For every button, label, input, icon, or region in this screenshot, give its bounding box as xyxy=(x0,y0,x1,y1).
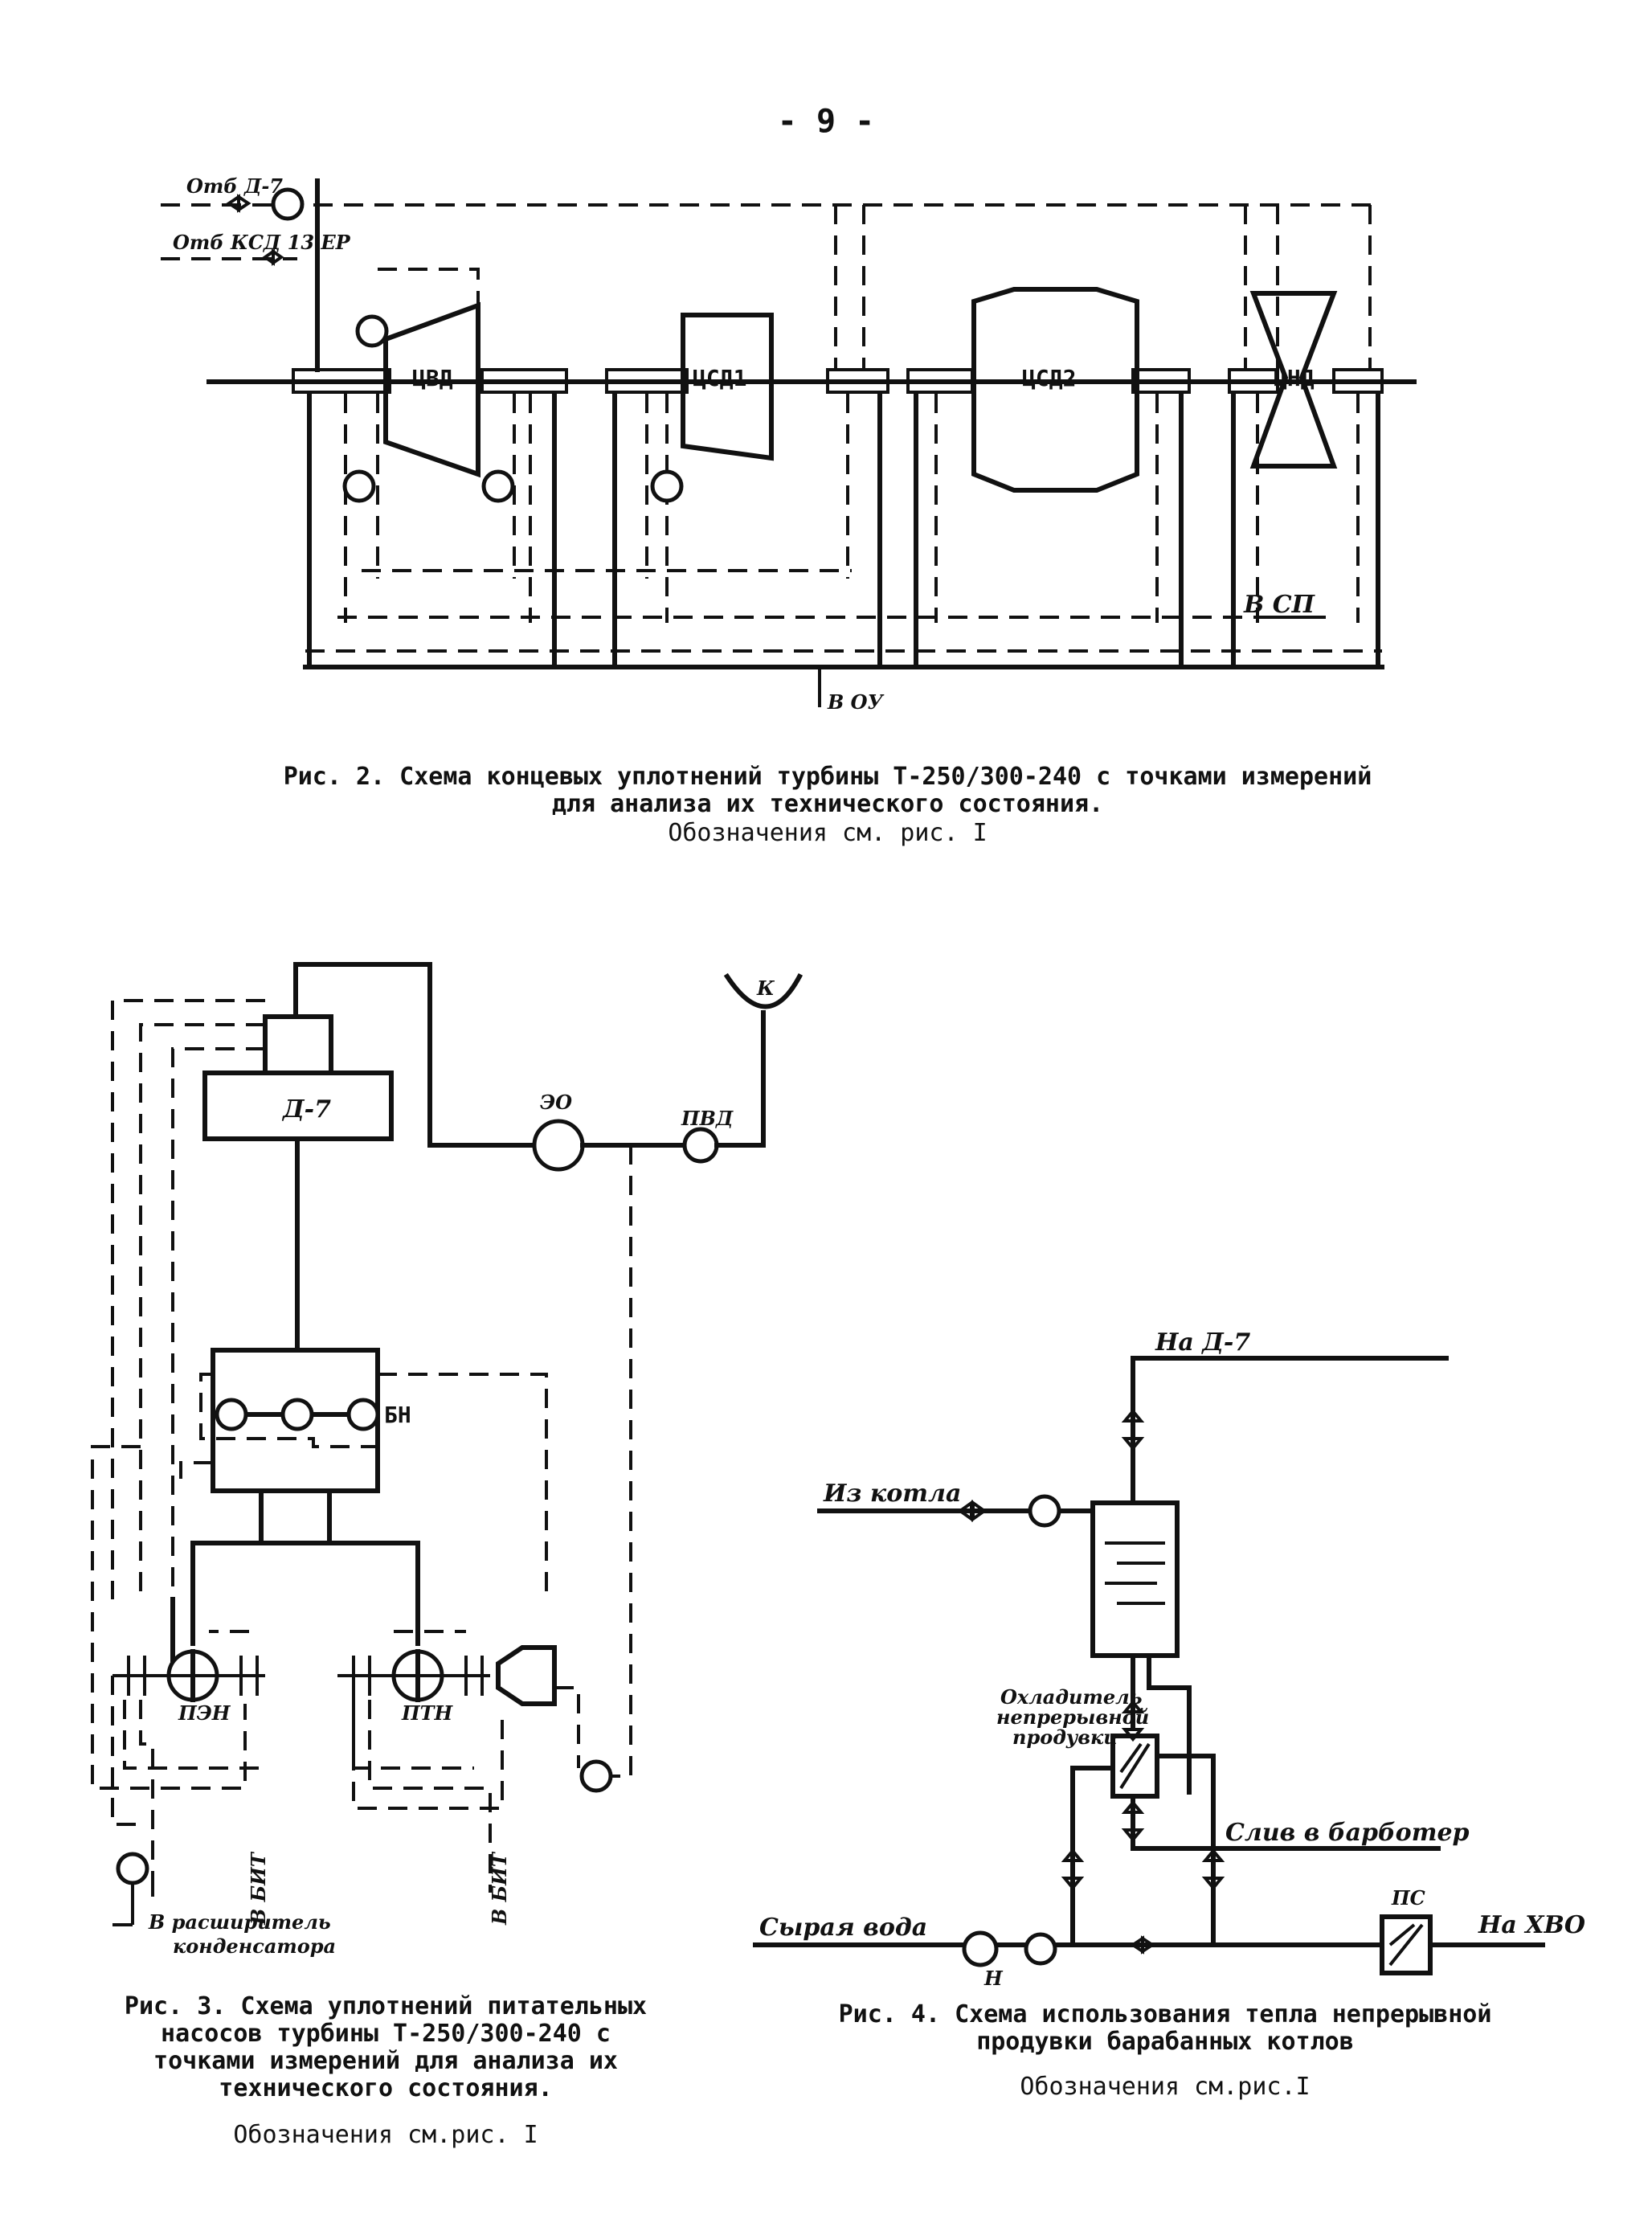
label-v-sp: В СП xyxy=(1243,591,1316,619)
fig3-pump-seals xyxy=(112,1656,490,1696)
fig2-meter-icon xyxy=(355,314,389,348)
fig3-meter-icon xyxy=(579,1759,613,1793)
label-v-bit-2: В БИТ xyxy=(488,1851,511,1926)
label-na-d7: На Д-7 xyxy=(1155,1328,1250,1357)
label-otb-ksd: Отб КСД 13 ЕР xyxy=(173,231,351,254)
fig3-drive-turbine xyxy=(496,1645,557,1706)
fig4-meter-icon xyxy=(1024,1932,1057,1966)
label-syraya-voda: Сырая вода xyxy=(759,1914,927,1942)
fig4-to-d7-line xyxy=(1131,1356,1449,1505)
label-na-hvo: На ХВО xyxy=(1478,1911,1585,1939)
fig3-column xyxy=(263,1014,333,1075)
label-csd1: ЦСД1 xyxy=(693,365,746,391)
label-cooler-2: непрерывной xyxy=(996,1705,1149,1729)
cylinder-csd2 xyxy=(971,287,1139,493)
fig2-note: Обозначения см. рис. I xyxy=(668,819,988,847)
fig3-meter-icon xyxy=(116,1852,149,1885)
fig3-line xyxy=(714,1010,766,1148)
fig4-line xyxy=(1155,1754,1216,1947)
fig4-line xyxy=(1147,1653,1192,1795)
label-otb-d7: Отб Д-7 xyxy=(186,174,283,198)
label-v-rasshiritel: В расширитель xyxy=(148,1910,331,1934)
fig2-drain-lines xyxy=(307,391,1380,669)
fig4-meter-icon xyxy=(1028,1494,1061,1528)
label-iz-kotla: Из котла xyxy=(823,1480,961,1508)
fig4-cooler-coil xyxy=(1119,1742,1151,1790)
fig2-caption: Рис. 2. Схема концевых уплотнений турбин… xyxy=(283,763,1372,818)
fig2-meter-icon xyxy=(481,469,515,503)
fig4-valve-icon xyxy=(1121,1408,1145,1451)
fig4-heater-coil xyxy=(1388,1923,1424,1967)
fig4-water-level xyxy=(1105,1541,1165,1605)
fig4-valve-icon xyxy=(957,1500,988,1522)
label-v-ou: В ОУ xyxy=(827,690,885,714)
fig4-separator-tank xyxy=(1090,1500,1180,1658)
fig2-valve-icon xyxy=(226,194,251,213)
label-csd2: ЦСД2 xyxy=(1022,365,1076,391)
label-ptn: ПТН xyxy=(401,1701,454,1725)
label-pen: ПЭН xyxy=(178,1701,231,1725)
label-k: К xyxy=(756,976,775,1000)
fig4-valve-icon xyxy=(1121,1799,1145,1843)
label-cooler-3: продувки xyxy=(1012,1725,1118,1749)
label-deaerator: Д-7 xyxy=(281,1095,331,1124)
fig3-pump-icon xyxy=(215,1398,248,1431)
label-cvd: ЦВД xyxy=(412,365,453,391)
fig3-eo-icon xyxy=(532,1119,585,1172)
label-eo: ЭО xyxy=(540,1091,572,1114)
fig2-cvd-leader xyxy=(378,268,480,370)
fig2-turbine-seal-diagram: Отб Д-7 Отб КСД 13 ЕР ЦВД ЦСД1 ЦСД2 ЦНД … xyxy=(161,174,1417,714)
fig2-valve-icon xyxy=(262,248,284,266)
cylinder-cnd xyxy=(1249,291,1338,469)
fig4-pump-icon xyxy=(962,1930,999,1967)
cylinder-cvd xyxy=(383,301,480,478)
label-cooler-1: Охладитель xyxy=(1000,1685,1143,1709)
label-ps: ПС xyxy=(1391,1886,1425,1910)
fig3-pump-icon xyxy=(346,1398,380,1431)
label-kondensatora: конденсатора xyxy=(173,1934,336,1958)
fig4-valve-icon xyxy=(1130,1935,1155,1955)
page-number: - 9 - xyxy=(777,103,875,140)
label-v-bit-1: В БИТ xyxy=(247,1851,270,1926)
fig3-pump-icon xyxy=(280,1398,314,1431)
fig3-feed-pump-diagram: Д-7 ЭО ПВД К БН ПЭН ПТН xyxy=(91,962,804,1958)
fig3-distribution xyxy=(170,1488,420,1662)
fig3-meter-icon xyxy=(682,1127,719,1164)
fig3-feed-line xyxy=(293,962,537,1148)
fig2-meter-icon xyxy=(271,187,305,221)
fig4-caption: Рис. 4. Схема использования тепла непрер… xyxy=(838,2000,1492,2056)
label-pvd: ПВД xyxy=(681,1107,734,1130)
fig4-note: Обозначения см.рис.I xyxy=(1020,2073,1311,2101)
fig3-caption: Рис. 3. Схема уплотнений питательных нас… xyxy=(124,1992,648,2102)
fig3-leak-lines xyxy=(91,999,632,1897)
label-n: Н xyxy=(983,1967,1004,1990)
fig4-valve-icon xyxy=(1201,1848,1225,1891)
fig4-blowdown-diagram: На Д-7 Из котла Охладитель непрерывной п… xyxy=(753,1328,1585,1990)
fig3-note: Обозначения см.рис. I xyxy=(233,2121,538,2149)
fig2-seal-blocks xyxy=(292,368,1384,394)
label-bn: БН xyxy=(384,1402,411,1428)
label-cnd: ЦНД xyxy=(1274,365,1315,391)
fig2-meter-icon xyxy=(342,469,376,503)
fig2-meter-icon xyxy=(650,469,684,503)
fig2-leak-lines xyxy=(305,394,1382,653)
fig4-valve-icon xyxy=(1061,1848,1085,1891)
cylinder-csd1 xyxy=(681,313,774,461)
label-sliv: Слив в барботер xyxy=(1225,1819,1470,1847)
fig3-boiler-k xyxy=(723,972,804,1009)
